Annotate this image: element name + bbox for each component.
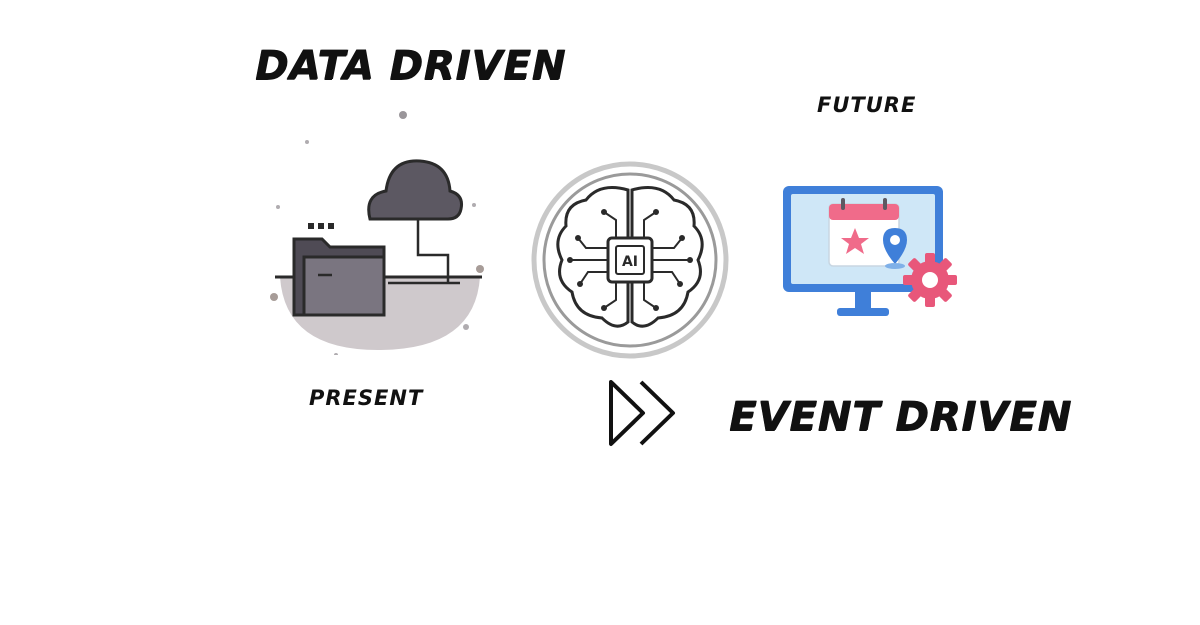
folder-front <box>302 255 386 317</box>
monitor-neck <box>855 292 871 308</box>
brain-left <box>556 186 630 328</box>
dot-square <box>318 223 324 229</box>
location-pin-icon <box>883 228 907 264</box>
dot-square <box>308 223 314 229</box>
ai-chip-text: AI <box>622 254 638 270</box>
dot-decoration <box>334 353 338 355</box>
ai-chip <box>606 236 654 284</box>
star-icon <box>841 228 869 254</box>
cloud-connector <box>416 219 450 283</box>
present-label: PRESENT <box>309 386 424 410</box>
ai-brain-icon: AI <box>531 161 729 359</box>
calendar-monitor-icon <box>783 186 957 316</box>
dot-decoration <box>276 205 280 209</box>
outer-ring <box>531 161 729 359</box>
dot-decoration <box>472 203 476 207</box>
cloud-folder-icon <box>270 111 484 355</box>
pin-shadow <box>885 263 905 269</box>
pin-hole <box>890 235 900 245</box>
brain-right <box>630 186 704 328</box>
calendar-ring <box>841 198 845 210</box>
dot-decoration <box>476 265 484 273</box>
dot-decoration <box>399 111 407 119</box>
event-driven-title: EVENT DRIVEN <box>729 394 1072 440</box>
arrow-second <box>639 380 675 446</box>
arrow-first <box>609 380 645 446</box>
data-driven-title: DATA DRIVEN <box>255 43 567 89</box>
inner-ring <box>542 172 718 348</box>
dot-decoration <box>305 140 309 144</box>
circuit-nodes <box>567 209 693 311</box>
gear-icon <box>903 253 957 307</box>
dot-decoration <box>270 293 278 301</box>
ai-chip-inner <box>615 245 645 275</box>
circuit-lines <box>570 211 690 309</box>
monitor-base <box>837 308 889 316</box>
calendar-ring <box>883 198 887 210</box>
dot-square <box>328 223 334 229</box>
calendar-header <box>829 204 899 220</box>
dot-decoration <box>463 324 469 330</box>
cloud-shape <box>367 159 463 221</box>
fast-forward-icon <box>609 380 675 446</box>
future-label: FUTURE <box>817 93 917 117</box>
